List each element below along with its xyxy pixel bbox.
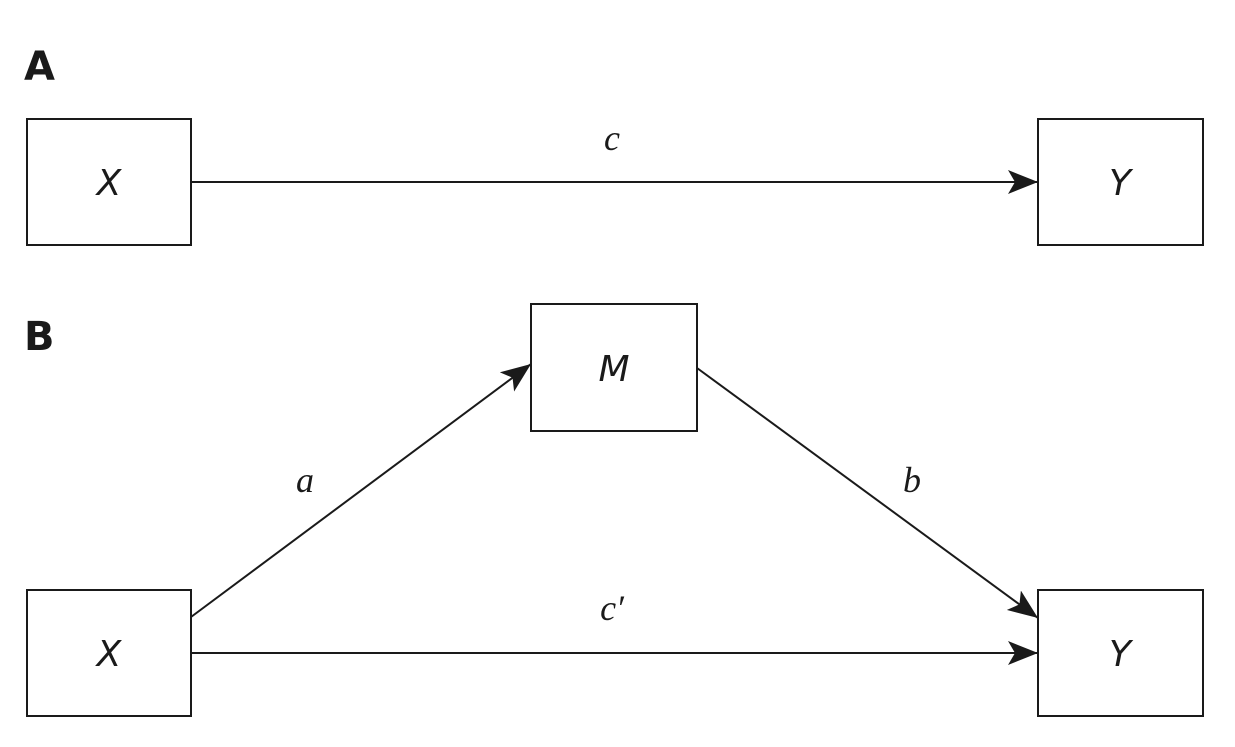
node-y: Y bbox=[1037, 118, 1204, 246]
arrow-x-to-m bbox=[190, 363, 532, 618]
node-x-b-label: X bbox=[95, 634, 123, 675]
panel-a: A c X Y bbox=[24, 44, 1204, 246]
arrow-m-to-y bbox=[696, 367, 1039, 619]
path-label-c: c bbox=[604, 118, 620, 158]
node-y-label: Y bbox=[1109, 163, 1134, 204]
node-y-b-label: Y bbox=[1109, 634, 1134, 675]
node-x: X bbox=[26, 118, 192, 246]
panel-a-label: A bbox=[24, 44, 55, 90]
panel-b: B a b c′ M X Y bbox=[24, 303, 1204, 717]
panel-b-label: B bbox=[24, 314, 55, 360]
node-x-b: X bbox=[26, 589, 192, 717]
node-x-label: X bbox=[95, 163, 123, 204]
path-label-c-prime: c′ bbox=[600, 588, 625, 628]
node-y-b: Y bbox=[1037, 589, 1204, 717]
path-label-a: a bbox=[296, 460, 314, 500]
node-m-label: M bbox=[598, 349, 629, 390]
path-label-b: b bbox=[903, 460, 921, 500]
node-m: M bbox=[530, 303, 698, 432]
